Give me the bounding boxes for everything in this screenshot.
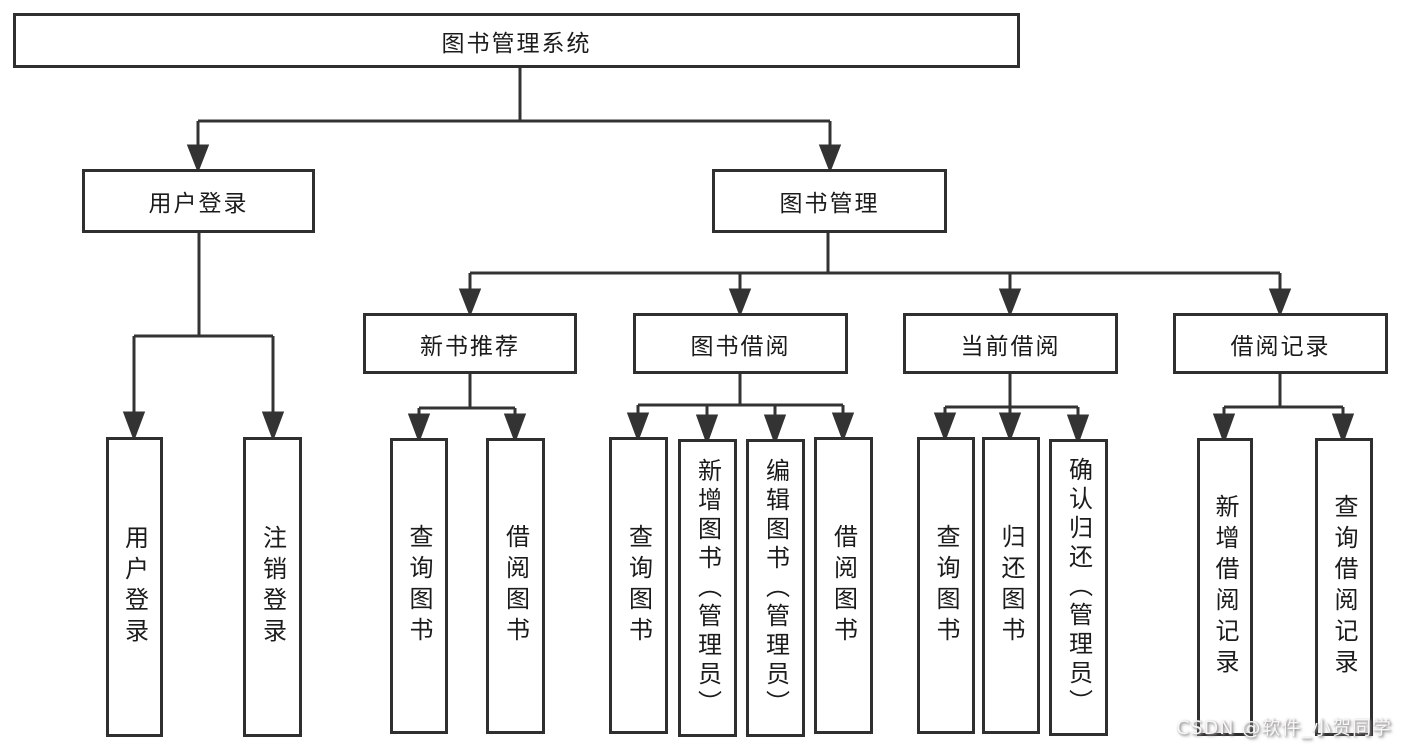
leaf-query-books-recommend: 查询图书 [390, 438, 448, 734]
leaf-borrow-books-borrowing: 借阅图书 [814, 437, 873, 734]
leaf-edit-books-admin: 编辑图书（管理员） [746, 439, 805, 737]
leaf-query-books-borrowing: 查询图书 [609, 437, 668, 734]
node-book-borrowing: 图书借阅 [633, 313, 848, 374]
leaf-return-books: 归还图书 [982, 437, 1040, 734]
leaf-user-login: 用户登录 [106, 437, 163, 737]
csdn-watermark: CSDN @软件_小贺同学 [1176, 717, 1392, 739]
node-current-borrowing: 当前借阅 [903, 313, 1118, 374]
node-new-book-recommend: 新书推荐 [363, 313, 577, 374]
node-user-login: 用户登录 [82, 169, 315, 233]
node-book-management: 图书管理 [712, 169, 947, 233]
leaf-confirm-return-admin: 确认归还（管理员） [1049, 439, 1108, 736]
leaf-logout: 注销登录 [243, 437, 302, 737]
node-root-system: 图书管理系统 [13, 13, 1020, 68]
leaf-add-borrow-record: 新增借阅记录 [1197, 438, 1253, 736]
leaf-borrow-books-recommend: 借阅图书 [486, 438, 545, 734]
leaf-query-books-current: 查询图书 [917, 437, 975, 734]
leaf-query-borrow-record: 查询借阅记录 [1315, 438, 1373, 736]
node-borrowing-records: 借阅记录 [1173, 313, 1388, 374]
leaf-add-books-admin: 新增图书（管理员） [678, 439, 737, 737]
